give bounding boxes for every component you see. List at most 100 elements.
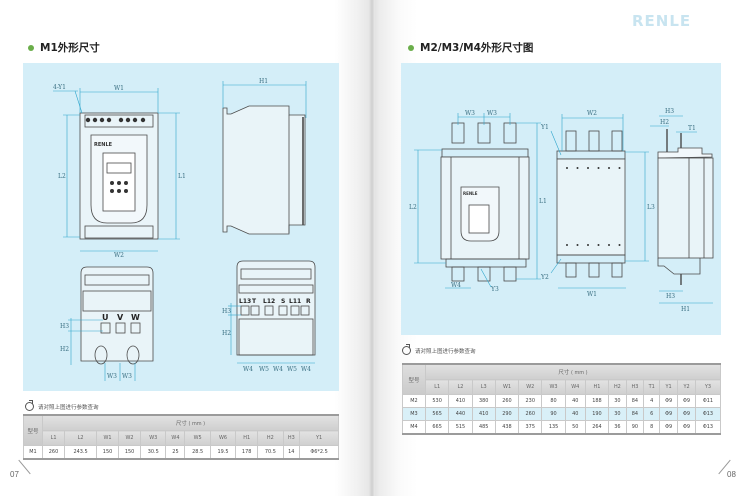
m1-side-body	[222, 105, 306, 235]
label-w3-b: W3	[122, 373, 132, 380]
left-drawing-panel: RENLE W1 W2 L2 L1 4-Y1 H1	[23, 63, 339, 391]
left-section-title: M1外形尺寸	[28, 40, 100, 55]
value-cell: 188	[584, 394, 610, 408]
label-w5-1: W5	[259, 366, 269, 373]
terminal-r: R	[306, 298, 311, 305]
label-w3-a: W3	[107, 373, 117, 380]
label-w2: W2	[114, 252, 124, 259]
value-cell: 438	[494, 420, 520, 435]
value-cell: 30	[608, 394, 627, 408]
value-cell: 19.5	[209, 445, 237, 460]
dimension-group-header: 尺寸 ( mm )	[425, 363, 721, 380]
column-header-y1: Y1	[659, 379, 679, 395]
value-cell: Φ9	[659, 407, 679, 421]
column-header-h3: H3	[625, 379, 645, 395]
label-h2-out: H2	[60, 346, 69, 353]
value-cell: 135	[541, 420, 566, 435]
rivet-dot	[618, 244, 621, 246]
value-cell: 243.5	[64, 445, 98, 460]
value-cell: 50	[564, 420, 586, 435]
label-w1: W1	[114, 85, 124, 92]
rivet-dot	[597, 167, 600, 169]
value-cell: 230	[518, 394, 543, 408]
rivet-dot	[618, 167, 621, 169]
left-note: 请对照上图进行参数查询	[25, 400, 99, 411]
value-cell: 260	[41, 445, 66, 460]
terminal-u: U	[102, 313, 109, 322]
rivet-dot	[587, 167, 589, 169]
rivet-dot	[566, 244, 568, 246]
value-cell: 6	[643, 407, 661, 421]
column-header-y1: Y1	[299, 430, 339, 446]
model-header: 型号	[402, 363, 426, 395]
left-section-title-text: M1外形尺寸	[40, 42, 100, 54]
column-header-w2: W2	[118, 430, 142, 446]
column-header-h3: H3	[282, 430, 301, 446]
label-y2-r: Y2	[540, 274, 549, 281]
value-cell: Φ13	[694, 407, 722, 421]
column-header-l1: L1	[41, 430, 66, 446]
value-cell: 380	[471, 394, 496, 408]
label-w2-r: W2	[587, 110, 597, 117]
model-cell: M3	[402, 407, 426, 421]
value-cell: 70.5	[257, 445, 284, 460]
label-y1-r: Y1	[540, 124, 549, 131]
value-cell: 30	[608, 407, 627, 421]
terminal-w: W	[131, 313, 140, 322]
value-cell: 30.5	[140, 445, 167, 460]
bullet-dot-icon	[28, 44, 34, 51]
column-header-t1: T1	[643, 379, 661, 395]
column-header-w4: W4	[165, 430, 186, 446]
label-h1-side: H1	[681, 306, 690, 313]
right-section-title: M2/M3/M4外形尺寸图	[408, 40, 533, 55]
rivet-dot	[597, 244, 600, 246]
terminal-t: T	[252, 298, 257, 305]
rivet-dot	[608, 244, 610, 246]
back-rivet-dots	[566, 167, 621, 246]
value-cell: 440	[448, 407, 473, 421]
apple-icon	[25, 400, 34, 411]
column-header-w4: W4	[564, 379, 586, 395]
label-t1-side: T1	[688, 125, 696, 132]
label-h3-out: H3	[60, 323, 69, 330]
value-cell: 665	[424, 420, 450, 435]
m1-output-view	[80, 266, 154, 362]
terminal-v: V	[117, 313, 124, 322]
value-cell: 410	[448, 394, 473, 408]
m1-input-view	[236, 260, 316, 356]
value-cell: 150	[96, 445, 120, 460]
value-cell: 178	[235, 445, 259, 460]
value-cell: 28.5	[184, 445, 211, 460]
model-header: 型号	[23, 414, 43, 446]
label-w5-2: W5	[287, 366, 297, 373]
terminal-l11: L11	[289, 298, 301, 305]
value-cell: Φ9	[677, 420, 696, 435]
column-header-h1: H1	[584, 379, 610, 395]
front-badge-text: RENLE	[94, 142, 113, 148]
page-number-right: 08	[727, 470, 736, 479]
label-h3b-side: H3	[666, 293, 675, 300]
value-cell: 150	[118, 445, 142, 460]
column-header-h1: H1	[235, 430, 259, 446]
column-header-h2: H2	[608, 379, 627, 395]
model-cell: M4	[402, 420, 426, 435]
m2-m4-drawings: RENLE W3 W3 L2 L1 W4 Y3 W2	[409, 108, 714, 313]
column-header-l2: L2	[64, 430, 98, 446]
back-body	[556, 158, 626, 256]
page-number-left: 07	[10, 470, 19, 479]
m1-drawings: RENLE W1 W2 L2 L1 4-Y1 H1	[53, 78, 316, 381]
column-header-h2: H2	[257, 430, 284, 446]
label-w4-r: W4	[451, 282, 461, 289]
value-cell: Φ9	[659, 420, 679, 435]
value-cell: 190	[584, 407, 610, 421]
label-h3-side: H3	[665, 108, 674, 115]
value-cell: 14	[282, 445, 301, 460]
value-cell: 410	[471, 407, 496, 421]
value-cell: 25	[165, 445, 186, 460]
left-note-text: 请对照上图进行参数查询	[38, 404, 99, 411]
label-h2-in: H2	[222, 330, 231, 337]
